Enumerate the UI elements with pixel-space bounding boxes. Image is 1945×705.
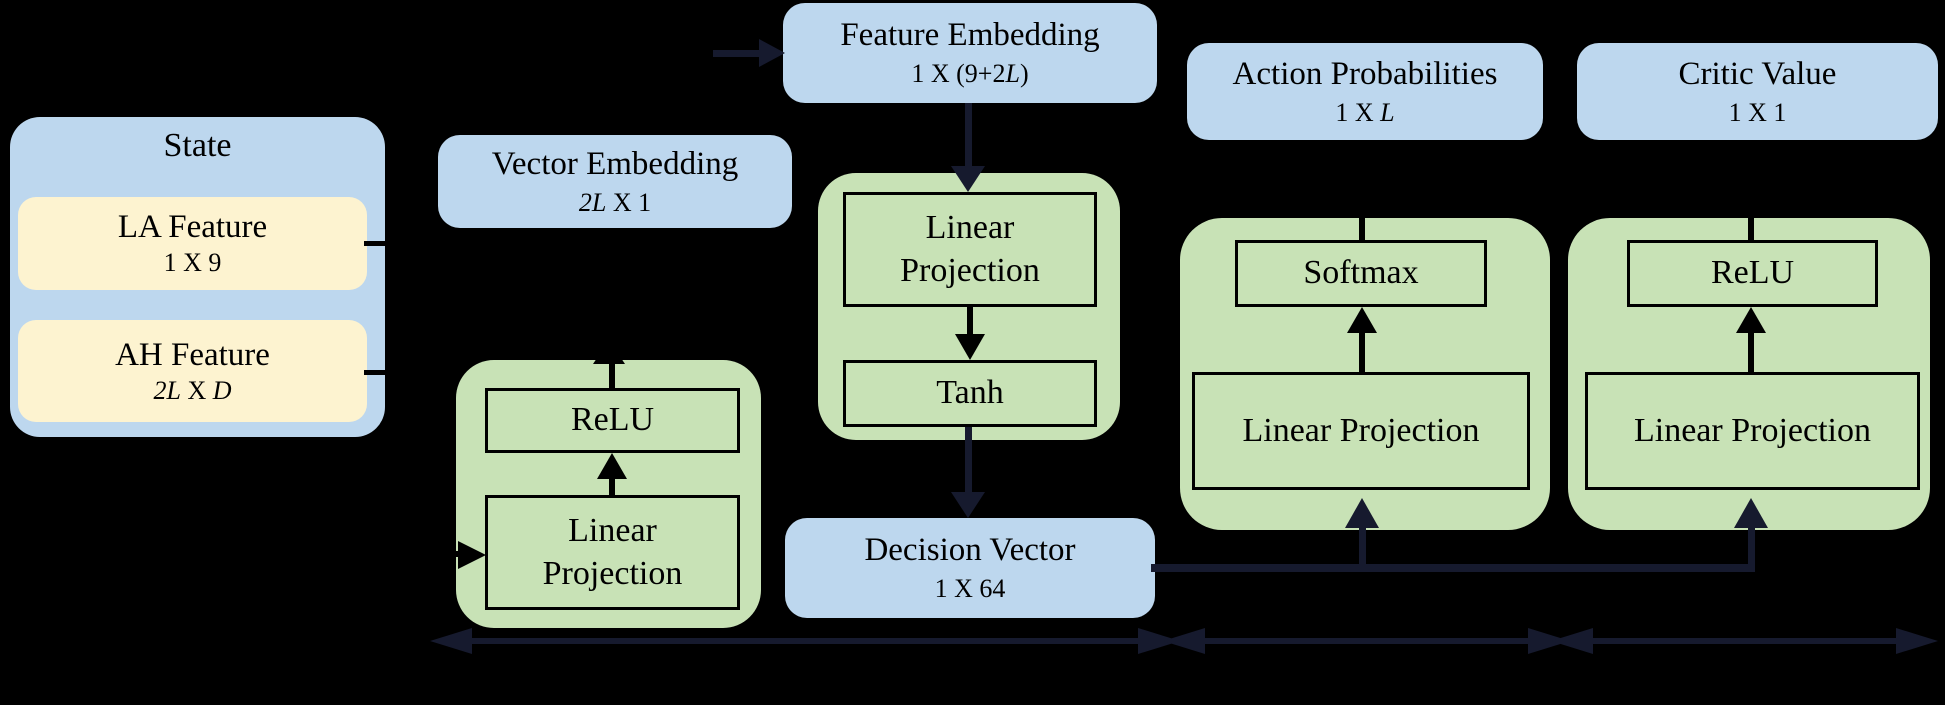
- feature-embedding-title: Feature Embedding: [840, 17, 1100, 54]
- fe-to-lp-arrow-line: [965, 103, 972, 169]
- alp-to-softmax-arrowhead: [1347, 307, 1377, 333]
- vector-linear-projection-label: Linear Projection: [542, 512, 683, 592]
- ah-to-vlp-arrowhead: [458, 541, 486, 569]
- vector-relu-label: ReLU: [570, 401, 655, 439]
- vector-embedding-box: Vector Embedding 2L X 1: [438, 135, 792, 228]
- state-title: State: [163, 127, 232, 164]
- clp-to-relu-arrow-line: [1748, 332, 1754, 372]
- critic-linear-projection-box: Linear Projection: [1585, 372, 1920, 490]
- dv-to-clp-arrow-line: [1748, 526, 1755, 568]
- fe-to-lp-arrowhead: [951, 166, 985, 192]
- softmax-label: Softmax: [1303, 254, 1419, 292]
- vector-embedding-title: Vector Embedding: [491, 145, 739, 182]
- action-probabilities-title: Action Probabilities: [1232, 55, 1498, 92]
- ah-to-vlp-arrow-line: [405, 551, 458, 557]
- vector-mlp-container: [456, 360, 761, 628]
- feature-embedding-in-arrowhead: [759, 39, 785, 67]
- dv-to-alp-arrow-line: [1359, 526, 1366, 568]
- la-feature-box: LA Feature 1 X 9: [18, 197, 367, 290]
- feature-embedding-in-arrow-line: [713, 50, 761, 57]
- embedding-linear-projection-label: Linear Projection: [900, 209, 1040, 289]
- decision-vector-box: Decision Vector 1 X 64: [785, 518, 1155, 618]
- tanh-box: Tanh: [843, 360, 1097, 427]
- critic-value-box: Critic Value 1 X 1: [1577, 43, 1938, 140]
- la-feature-out-line: [364, 241, 422, 246]
- span-arrow-3-line: [1589, 638, 1900, 644]
- vector-linear-projection-box: Linear Projection: [485, 495, 740, 610]
- span-arrow-3-right-head: [1896, 628, 1938, 654]
- relu-to-cv-arrow-line: [1748, 140, 1754, 242]
- span-arrow-2-left-head: [1163, 628, 1205, 654]
- ah-feature-dim: 2L X D: [153, 375, 232, 405]
- softmax-box: Softmax: [1235, 240, 1487, 307]
- decision-vector-dim: 1 X 64: [934, 574, 1006, 604]
- softmax-to-ap-arrow-line: [1359, 140, 1365, 242]
- la-feature-label: LA Feature: [117, 209, 268, 246]
- decision-vector-title: Decision Vector: [864, 532, 1076, 569]
- critic-value-title: Critic Value: [1678, 55, 1837, 92]
- critic-relu-label: ReLU: [1710, 254, 1795, 292]
- tanh-label: Tanh: [936, 374, 1004, 412]
- critic-linear-projection-label: Linear Projection: [1634, 411, 1871, 449]
- alp-to-softmax-arrow-line: [1359, 332, 1365, 372]
- critic-relu-box: ReLU: [1627, 240, 1878, 307]
- span-arrow-3-left-head: [1551, 628, 1593, 654]
- lp-to-tanh-arrow-line: [967, 307, 973, 337]
- dv-to-alp-arrowhead: [1345, 498, 1379, 528]
- la-feature-dim: 1 X 9: [163, 248, 222, 278]
- vector-embedding-dim: 2L X 1: [578, 187, 652, 217]
- embedding-linear-projection-box: Linear Projection: [843, 192, 1097, 307]
- dv-to-clp-arrowhead: [1734, 498, 1768, 528]
- span-arrow-1-line: [466, 638, 1142, 644]
- span-arrow-2-line: [1201, 638, 1532, 644]
- clp-to-relu-arrowhead: [1736, 307, 1766, 333]
- vector-relu-box: ReLU: [485, 388, 740, 453]
- vlp-to-relu-arrow-line: [609, 477, 615, 497]
- lp-to-tanh-arrowhead: [955, 334, 985, 360]
- ah-feature-box: AH Feature 2L X D: [18, 320, 367, 422]
- critic-value-dim: 1 X 1: [1728, 97, 1787, 127]
- feature-embedding-box: Feature Embedding 1 X (9+2L): [783, 3, 1157, 103]
- action-probabilities-box: Action Probabilities 1 X L: [1187, 43, 1543, 140]
- action-probabilities-dim: 1 X L: [1335, 97, 1395, 127]
- vlp-to-relu-arrowhead: [597, 453, 627, 479]
- tanh-to-dv-arrow-line: [965, 427, 972, 494]
- dv-routing-connector-line: [1151, 564, 1755, 572]
- relu-to-ve-arrowhead: [593, 340, 625, 364]
- ah-feature-out-line: [364, 370, 422, 375]
- actor-linear-projection-box: Linear Projection: [1192, 372, 1530, 490]
- actor-linear-projection-label: Linear Projection: [1242, 411, 1480, 449]
- span-arrow-1-left-head: [430, 628, 472, 654]
- feature-embedding-dim: 1 X (9+2L): [911, 59, 1029, 89]
- relu-to-ve-arrow-line: [609, 228, 615, 390]
- ah-feature-label: AH Feature: [115, 336, 270, 373]
- tanh-to-dv-arrowhead: [951, 492, 985, 518]
